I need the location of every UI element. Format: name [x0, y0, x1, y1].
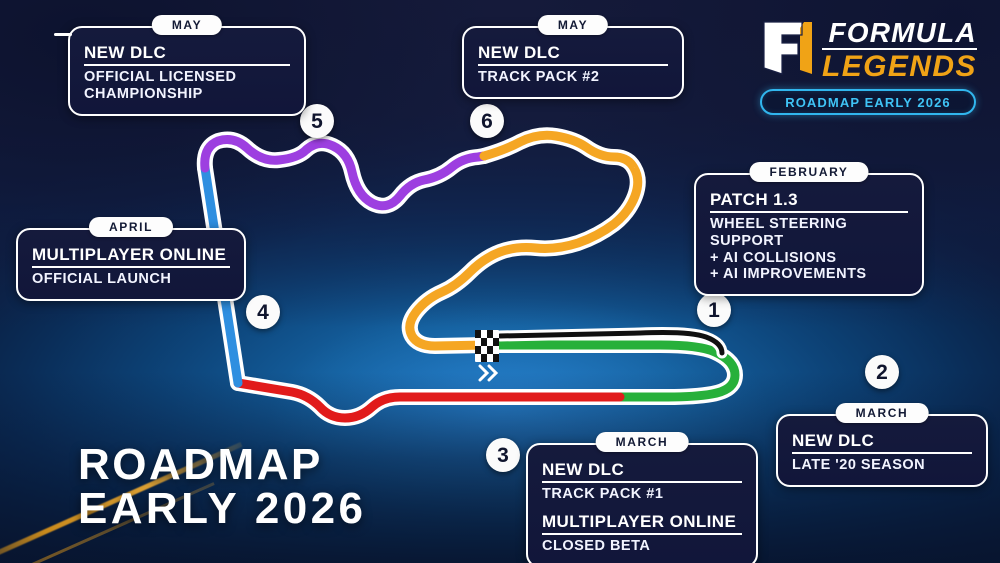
- roadmap-card-march-dlc[interactable]: MARCH NEW DLC LATE '20 SEASON: [776, 403, 988, 487]
- f1-logo-mark-icon: [760, 18, 814, 78]
- track-marker-5[interactable]: 5: [300, 104, 334, 138]
- month-badge: MAY: [151, 15, 223, 35]
- roadmap-entry: NEW DLC LATE '20 SEASON: [792, 431, 972, 474]
- entry-title: NEW DLC: [792, 431, 972, 455]
- entry-title: NEW DLC: [84, 43, 290, 67]
- month-badge: MARCH: [595, 432, 689, 452]
- entry-title: MULTIPLAYER ONLINE: [32, 245, 230, 269]
- entry-subtitle: TRACK PACK #2: [478, 69, 600, 86]
- entry-title: PATCH 1.3: [710, 190, 908, 214]
- roadmap-card-april[interactable]: APRIL MULTIPLAYER ONLINE OFFICIAL LAUNCH: [16, 217, 246, 301]
- roadmap-entry: NEW DLC TRACK PACK #1: [542, 460, 742, 503]
- track-marker-1[interactable]: 1: [697, 293, 731, 327]
- entry-subtitle: OFFICIAL LAUNCH: [32, 271, 172, 288]
- entry-subtitle: LATE '20 SEASON: [792, 457, 926, 474]
- roadmap-card-march-beta[interactable]: MARCH NEW DLC TRACK PACK #1 MULTIPLAYER …: [526, 432, 758, 563]
- month-badge: APRIL: [89, 217, 173, 237]
- track-marker-3[interactable]: 3: [486, 438, 520, 472]
- roadmap-badge: ROADMAP EARLY 2026: [760, 89, 976, 116]
- month-badge: MAY: [537, 15, 609, 35]
- logo-text-formula: FORMULA: [822, 19, 977, 50]
- entry-title: NEW DLC: [478, 43, 668, 67]
- entry-title: MULTIPLAYER ONLINE: [542, 512, 742, 535]
- brand-logo: FORMULA LEGENDS ROADMAP EARLY 2026: [760, 18, 977, 116]
- roadmap-entry: NEW DLC OFFICIAL LICENSED CHAMPIONSHIP: [84, 43, 290, 103]
- month-badge: MARCH: [835, 403, 929, 423]
- track-marker-2[interactable]: 2: [865, 355, 899, 389]
- roadmap-card-may-track-pack[interactable]: MAY NEW DLC TRACK PACK #2: [462, 15, 684, 99]
- page-title-line-2: EARLY 2026: [78, 484, 367, 533]
- roadmap-entry: PATCH 1.3 WHEEL STEERING SUPPORT + AI CO…: [710, 190, 908, 283]
- page-title-line-1: ROADMAP: [78, 440, 323, 489]
- direction-chevrons-icon: [478, 364, 499, 382]
- roadmap-entry: MULTIPLAYER ONLINE CLOSED BETA: [542, 512, 742, 555]
- card-connector: [54, 33, 72, 36]
- entry-title: NEW DLC: [542, 460, 742, 484]
- logo-text-legends: LEGENDS: [822, 49, 977, 83]
- track-marker-6[interactable]: 6: [470, 104, 504, 138]
- roadmap-entry: NEW DLC TRACK PACK #2: [478, 43, 668, 86]
- entry-subtitle: CLOSED BETA: [542, 537, 651, 554]
- page-title: ROADMAP EARLY 2026: [78, 443, 366, 531]
- month-badge: FEBRUARY: [749, 162, 869, 182]
- entry-subtitle: TRACK PACK #1: [542, 486, 664, 503]
- roadmap-card-february[interactable]: FEBRUARY PATCH 1.3 WHEEL STEERING SUPPOR…: [694, 162, 924, 297]
- checkered-flag-icon: [475, 330, 499, 362]
- roadmap-entry: MULTIPLAYER ONLINE OFFICIAL LAUNCH: [32, 245, 230, 288]
- track-marker-4[interactable]: 4: [246, 295, 280, 329]
- entry-subtitle: OFFICIAL LICENSED CHAMPIONSHIP: [84, 69, 237, 102]
- entry-subtitle: WHEEL STEERING SUPPORT + AI COLLISIONS +…: [710, 216, 867, 283]
- roadmap-card-may-championship[interactable]: MAY NEW DLC OFFICIAL LICENSED CHAMPIONSH…: [54, 15, 306, 116]
